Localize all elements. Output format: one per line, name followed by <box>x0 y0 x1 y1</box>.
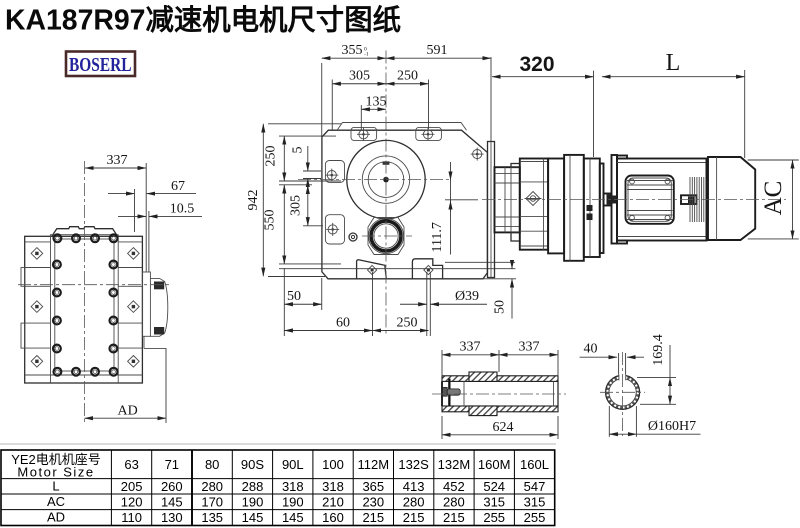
svg-text:547: 547 <box>524 479 546 494</box>
svg-text:190: 190 <box>282 494 304 509</box>
svg-text:315: 315 <box>524 494 546 509</box>
svg-text:100: 100 <box>322 457 344 472</box>
svg-text:10.5: 10.5 <box>170 202 195 217</box>
svg-text:250: 250 <box>264 146 279 167</box>
svg-text:355: 355 <box>342 43 363 58</box>
svg-text:71: 71 <box>165 457 179 472</box>
svg-text:KA187R97减速机电机尺寸图纸: KA187R97减速机电机尺寸图纸 <box>5 4 401 37</box>
svg-text:-1: -1 <box>364 52 369 58</box>
svg-text:AC: AC <box>47 494 65 509</box>
svg-text:320: 320 <box>519 53 554 76</box>
svg-text:145: 145 <box>242 510 264 525</box>
svg-text:160M: 160M <box>478 457 511 472</box>
svg-text:318: 318 <box>282 479 304 494</box>
svg-text:215: 215 <box>362 510 384 525</box>
svg-text:AD: AD <box>117 404 137 419</box>
svg-text:BOSERL: BOSERL <box>69 54 132 76</box>
svg-text:280: 280 <box>201 479 223 494</box>
svg-text:305: 305 <box>289 195 304 216</box>
svg-text:160L: 160L <box>520 457 549 472</box>
svg-text:Ø39: Ø39 <box>455 289 479 304</box>
svg-text:90S: 90S <box>241 457 264 472</box>
svg-text:112M: 112M <box>358 457 390 472</box>
svg-text:288: 288 <box>242 479 264 494</box>
svg-text:AC: AC <box>760 181 787 216</box>
svg-text:524: 524 <box>483 479 505 494</box>
svg-text:624: 624 <box>493 420 514 435</box>
svg-text:250: 250 <box>397 69 418 84</box>
svg-text:135: 135 <box>366 94 387 109</box>
svg-text:50: 50 <box>493 300 508 314</box>
svg-text:215: 215 <box>403 510 425 525</box>
svg-text:145: 145 <box>161 494 183 509</box>
svg-text:L: L <box>52 479 59 494</box>
svg-text:L: L <box>666 50 681 76</box>
svg-text:452: 452 <box>443 479 465 494</box>
svg-text:0: 0 <box>364 47 367 53</box>
svg-text:67: 67 <box>171 179 185 194</box>
svg-text:130: 130 <box>161 510 183 525</box>
svg-text:255: 255 <box>483 510 505 525</box>
svg-text:337: 337 <box>460 340 481 355</box>
svg-text:190: 190 <box>242 494 264 509</box>
svg-text:215: 215 <box>443 510 465 525</box>
svg-text:255: 255 <box>524 510 546 525</box>
svg-text:305: 305 <box>349 69 370 84</box>
svg-text:365: 365 <box>362 479 384 494</box>
svg-text:169.4: 169.4 <box>651 334 666 366</box>
svg-text:413: 413 <box>403 479 425 494</box>
svg-text:550: 550 <box>263 210 278 231</box>
svg-text:63: 63 <box>124 457 138 472</box>
svg-text:315: 315 <box>483 494 505 509</box>
svg-text:135: 135 <box>201 510 223 525</box>
svg-text:145: 145 <box>282 510 304 525</box>
svg-text:120: 120 <box>121 494 143 509</box>
svg-text:132M: 132M <box>438 457 471 472</box>
svg-text:280: 280 <box>443 494 465 509</box>
svg-text:318: 318 <box>322 479 344 494</box>
svg-text:337: 337 <box>107 153 128 168</box>
svg-text:205: 205 <box>121 479 143 494</box>
svg-text:170: 170 <box>201 494 223 509</box>
svg-text:110: 110 <box>121 510 142 525</box>
svg-text:50: 50 <box>287 289 301 304</box>
svg-text:230: 230 <box>362 494 384 509</box>
svg-text:60: 60 <box>336 316 350 331</box>
svg-text:5: 5 <box>291 147 306 154</box>
svg-text:280: 280 <box>403 494 425 509</box>
svg-text:591: 591 <box>427 43 448 58</box>
svg-text:Ø160H7: Ø160H7 <box>648 419 696 434</box>
svg-text:AD: AD <box>47 510 65 525</box>
svg-text:132S: 132S <box>398 457 429 472</box>
svg-text:80: 80 <box>205 457 219 472</box>
svg-text:40: 40 <box>584 342 598 357</box>
svg-text:250: 250 <box>397 316 418 331</box>
svg-text:210: 210 <box>322 494 344 509</box>
svg-text:942: 942 <box>246 190 261 211</box>
svg-text:90L: 90L <box>282 457 304 472</box>
svg-text:YE2电机机座号: YE2电机机座号 <box>11 452 101 467</box>
svg-text:111.7: 111.7 <box>430 222 445 252</box>
svg-text:260: 260 <box>161 479 183 494</box>
svg-text:337: 337 <box>519 340 540 355</box>
svg-text:Motor Size: Motor Size <box>17 465 94 480</box>
svg-text:160: 160 <box>322 510 344 525</box>
